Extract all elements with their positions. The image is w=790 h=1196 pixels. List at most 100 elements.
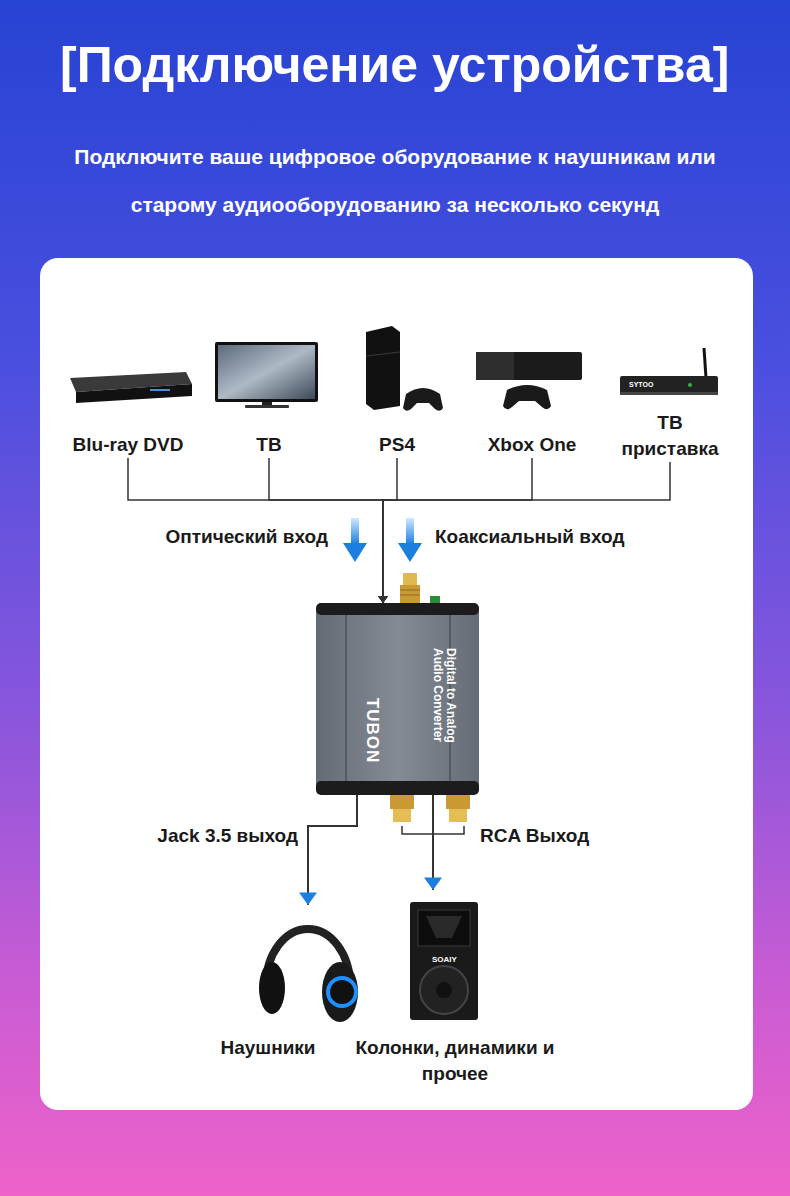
headphones-icon xyxy=(322,962,358,1022)
xbox-one-icon xyxy=(476,352,582,380)
tv-box-icon xyxy=(620,392,718,395)
device-label: ТВ приставка xyxy=(616,410,724,462)
xbox-one-icon xyxy=(476,352,582,409)
headphones-icon xyxy=(259,962,285,1014)
device-node: Колонки, динамики и прочее xyxy=(355,890,555,1087)
device-label: Xbox One xyxy=(467,432,597,458)
device-node: ТВ xyxy=(219,325,319,458)
coaxial-jack xyxy=(400,595,420,596)
device-label: Blu-ray DVD xyxy=(53,432,203,458)
speaker-icon xyxy=(436,982,452,998)
brand-mark: SYTOO xyxy=(629,381,653,388)
converter-housing xyxy=(316,609,479,789)
tv-icon xyxy=(218,345,315,399)
converter-housing xyxy=(316,603,479,615)
speaker-icon xyxy=(426,916,462,938)
speaker-icon xyxy=(420,966,468,1014)
page-title: [Подключение устройства] xyxy=(60,34,729,96)
optical-input-arrow xyxy=(343,518,367,562)
connector xyxy=(378,458,397,603)
converter-housing xyxy=(345,615,347,781)
optical-input-arrow xyxy=(343,543,367,562)
arrow-head xyxy=(378,596,388,603)
edge-label: RCA Выход xyxy=(480,825,589,847)
device-node: ТВ приставка xyxy=(610,325,730,462)
ps4-icon xyxy=(403,388,443,411)
bluray-player-icon xyxy=(150,389,170,391)
ps4-icon xyxy=(366,352,400,356)
device-label: PS4 xyxy=(347,432,447,458)
xbox-one-icon xyxy=(503,385,551,409)
connector xyxy=(424,795,442,890)
edge-label: Jack 3.5 выход xyxy=(157,825,298,847)
brand-mark: SOAIY xyxy=(432,956,457,964)
headphones-icon xyxy=(328,978,356,1006)
headphones-icon xyxy=(259,929,358,1022)
arrow-head xyxy=(378,596,388,603)
coaxial-input-arrow xyxy=(398,518,422,562)
connector-line xyxy=(432,795,434,890)
ps4-icon xyxy=(366,326,443,411)
optical-jack xyxy=(430,596,440,603)
brand-name: TUBON xyxy=(366,697,379,762)
speaker-icon xyxy=(410,902,478,1020)
tv-icon xyxy=(215,342,318,408)
tv-box-icon xyxy=(688,383,692,387)
product-description: Digital to Analog Audio Converter xyxy=(431,648,457,752)
input-label: Коаксиальный вход xyxy=(435,526,624,548)
converter-box: Digital to Analog Audio Converter TUBON xyxy=(316,603,479,795)
input-label: Оптический вход xyxy=(166,526,329,548)
coaxial-jack xyxy=(400,573,420,603)
speaker-icon xyxy=(418,910,470,946)
optical-jack xyxy=(430,596,440,603)
arrow-head xyxy=(378,596,388,603)
connector xyxy=(378,462,670,603)
connector xyxy=(299,795,357,905)
white-panel xyxy=(40,258,753,1110)
tv-box-icon xyxy=(620,376,718,395)
connector-line xyxy=(383,462,670,603)
arrow-head xyxy=(424,877,442,890)
device-label: Наушники xyxy=(208,1035,328,1061)
converter-housing xyxy=(316,781,479,795)
device-node: Наушники xyxy=(208,905,328,1061)
device-label: Колонки, динамики и прочее xyxy=(355,1035,555,1087)
device-node: Blu-ray DVD xyxy=(53,325,203,458)
coaxial-jack xyxy=(400,585,420,603)
device-node: PS4 xyxy=(347,325,447,458)
coaxial-input-arrow xyxy=(398,543,422,562)
speaker-icon xyxy=(410,902,478,1020)
device-label: ТВ xyxy=(219,432,319,458)
rca-jacks xyxy=(449,809,467,822)
optical-input-arrow xyxy=(351,518,359,544)
rca-jacks xyxy=(390,795,414,809)
coaxial-jack xyxy=(400,590,420,591)
arrow-head xyxy=(378,596,388,603)
connector xyxy=(128,458,388,603)
rca-jacks xyxy=(393,809,411,822)
connector-line xyxy=(128,458,383,603)
connector-line xyxy=(308,795,357,905)
bluray-player-icon xyxy=(76,384,192,403)
tv-box-icon xyxy=(620,348,718,395)
subtitle: Подключите ваше цифровое оборудование к … xyxy=(35,133,755,229)
tv-box-icon xyxy=(704,348,706,378)
connector-line xyxy=(383,458,397,603)
bluray-player-icon xyxy=(70,372,192,403)
arrow-head xyxy=(299,892,317,905)
arrow-head xyxy=(378,596,388,603)
coaxial-input-arrow xyxy=(406,518,414,544)
coaxial-jack xyxy=(403,573,417,585)
tv-icon xyxy=(262,402,272,405)
tv-icon xyxy=(245,405,289,408)
ps4-icon xyxy=(366,326,400,410)
tv-icon xyxy=(215,342,318,402)
xbox-one-icon xyxy=(476,352,514,380)
rca-jacks xyxy=(446,795,470,809)
device-node: Xbox One xyxy=(467,325,597,458)
rca-jacks xyxy=(390,795,470,822)
